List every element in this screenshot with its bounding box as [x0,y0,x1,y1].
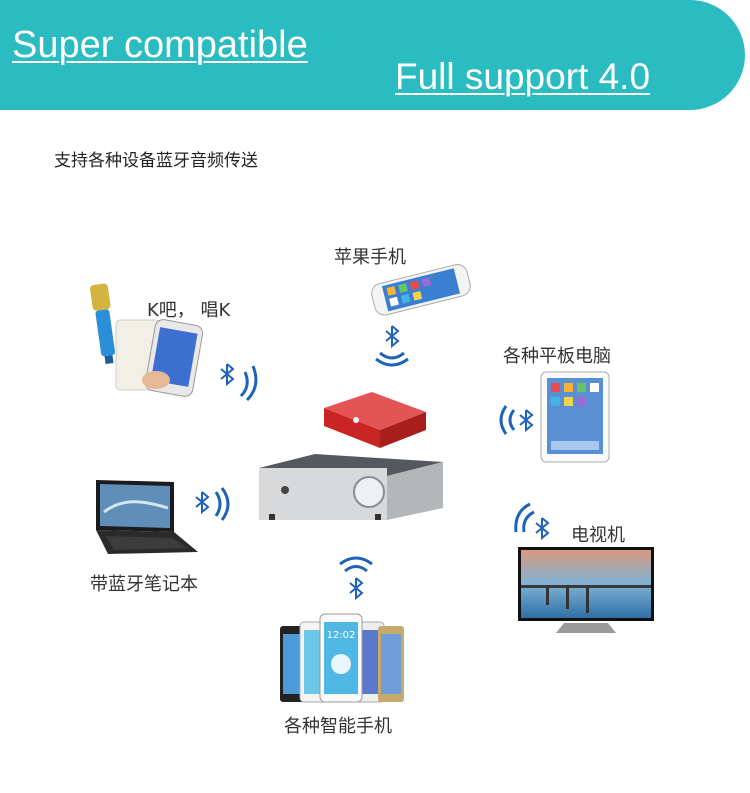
iphone-image [371,264,471,316]
bluetooth-signal-icon [195,487,230,521]
header-banner: Super compatible Full support 4.0 [0,0,750,110]
label-tv: 电视机 [571,525,625,546]
phone-clock: 12:02 [327,630,356,641]
label-iphone: 苹果手机 [334,247,406,268]
label-smartphones: 各种智能手机 [284,716,392,737]
amplifier-image [259,454,443,520]
banner-shape [0,0,745,110]
tablet-image [540,371,610,463]
laptop-image [96,480,198,554]
bluetooth-signal-icon [499,405,534,435]
microphone-phone-image [90,283,204,397]
bluetooth-receiver-image [324,392,426,448]
bluetooth-signal-icon [339,556,373,601]
label-tablet: 各种平板电脑 [503,346,611,367]
page-caption: 支持各种设备蓝牙音频传送 [54,151,258,171]
banner-subtitle: Full support 4.0 [395,56,651,97]
smartphones-image: 12:02 [280,613,404,703]
banner-title: Super compatible [12,24,308,66]
label-karaoke: K吧， 唱K [147,300,231,321]
bluetooth-signal-icon [514,502,550,541]
label-laptop: 带蓝牙笔记本 [90,574,198,595]
tv-image [518,547,654,633]
bluetooth-signal-icon [375,325,409,367]
bluetooth-signal-icon [220,363,258,402]
